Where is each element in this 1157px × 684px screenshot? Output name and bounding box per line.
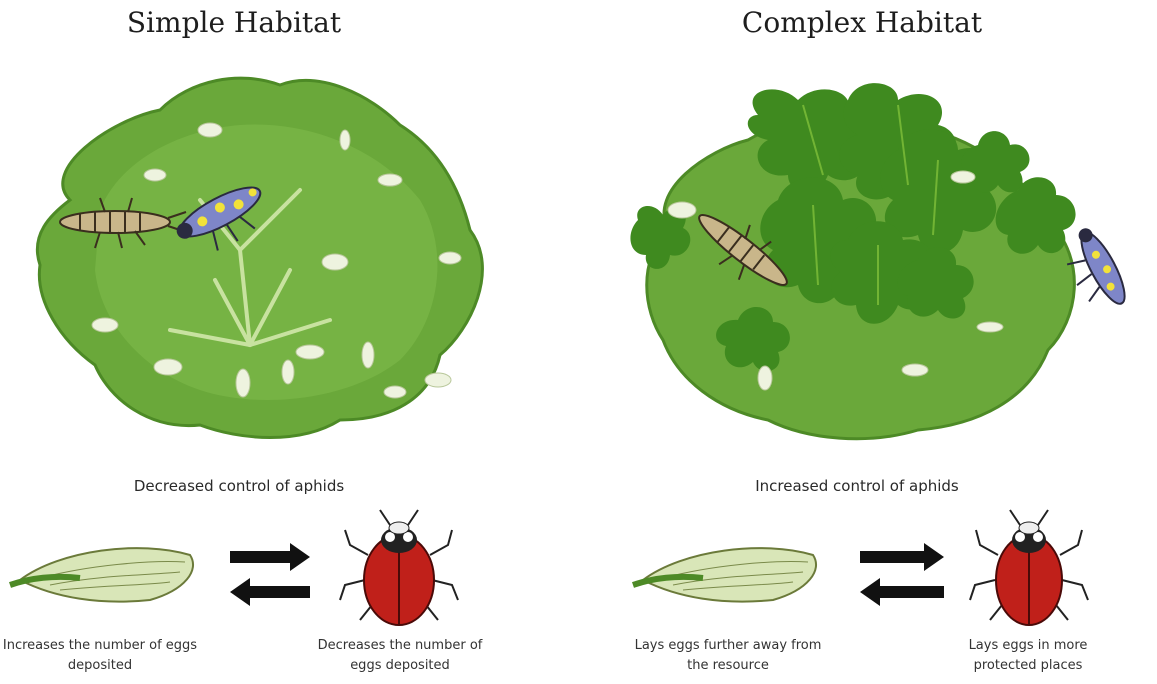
arrow-right-icon bbox=[230, 543, 310, 571]
ladybug-adult bbox=[340, 510, 458, 625]
ladybug-label-complex: Lays eggs in more protected places bbox=[938, 636, 1118, 676]
arrow-right-icon bbox=[860, 543, 944, 571]
exchange-arrows bbox=[230, 543, 310, 606]
simple-habitat-panel: Simple Habitat bbox=[0, 0, 578, 684]
arrow-left-icon bbox=[860, 578, 944, 606]
lacewing-adult bbox=[633, 548, 816, 601]
complex-habitat-illustration bbox=[578, 0, 1156, 684]
arrow-left-icon bbox=[230, 578, 310, 606]
exchange-arrows bbox=[860, 543, 944, 606]
complex-habitat-caption: Increased control of aphids bbox=[568, 477, 1146, 495]
simple-habitat-illustration bbox=[0, 0, 578, 684]
lacewing-adult bbox=[10, 548, 193, 601]
lacewing-label-simple: Increases the number of eggs deposited bbox=[0, 636, 200, 676]
simple-habitat-caption: Decreased control of aphids bbox=[0, 477, 528, 495]
ladybug-label-simple: Decreases the number of eggs deposited bbox=[305, 636, 495, 676]
lacewing-label-complex: Lays eggs further away from the resource bbox=[628, 636, 828, 676]
ladybug-adult bbox=[970, 510, 1088, 625]
complex-habitat-panel: Complex Habitat bbox=[578, 0, 1156, 684]
